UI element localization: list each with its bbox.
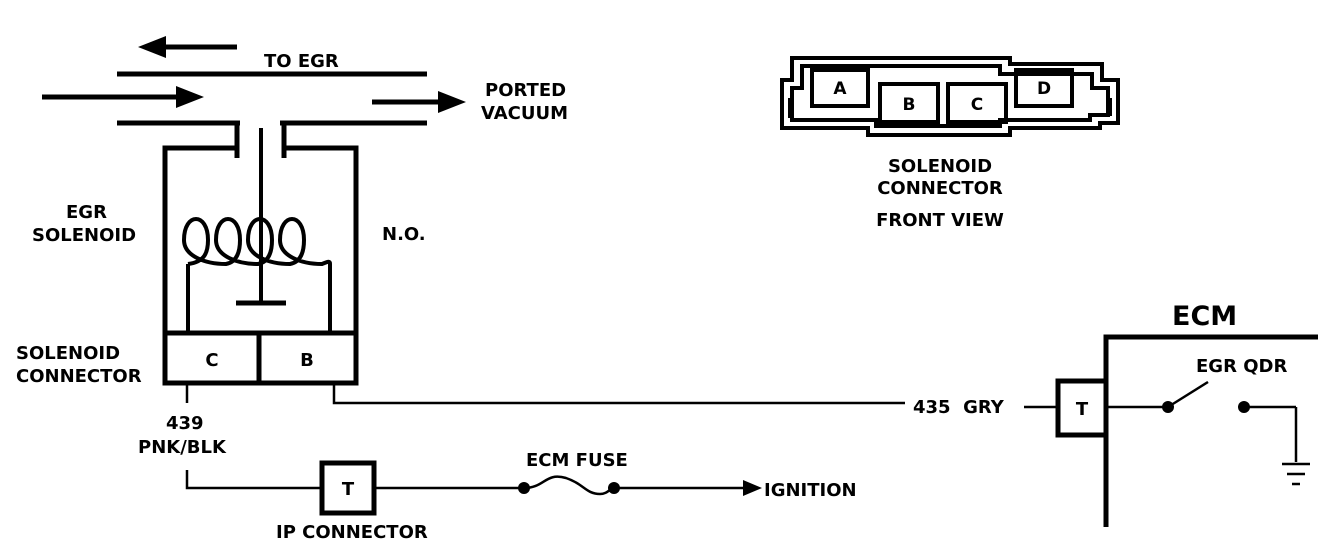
ignition-arrow-icon (743, 480, 762, 496)
solenoid-pin-b: B (300, 350, 314, 371)
ecm-fuse-label: ECM FUSE (526, 450, 628, 471)
connector-front-view (780, 56, 1120, 137)
vacuum-lines (117, 71, 427, 158)
front-view-pin-c: C (971, 95, 983, 115)
fuse-terminal-right (608, 482, 620, 494)
front-view-label-line2: CONNECTOR (877, 178, 1003, 199)
front-view-label-line1: SOLENOID (888, 156, 992, 177)
vacuum-label: VACUUM (481, 103, 568, 124)
qdr-contact-left (1162, 401, 1174, 413)
wire-435-label: 435 GRY (913, 397, 1005, 418)
front-view-pin-a: A (833, 79, 847, 99)
ecm-terminal: T (1055, 378, 1109, 438)
ip-connector-terminal: T (342, 479, 355, 500)
front-view-pin-b: B (903, 95, 916, 115)
fuse-terminal-left (518, 482, 530, 494)
wire-439-color: PNK/BLK (138, 437, 227, 458)
ip-connector: T (319, 460, 377, 516)
egr-qdr-label: EGR QDR (1196, 356, 1287, 377)
ignition-label: IGNITION (764, 480, 857, 501)
ported-label: PORTED (485, 80, 566, 101)
to-egr-label: TO EGR (264, 51, 339, 72)
solenoid-connector: C B (162, 330, 359, 386)
front-view-pin-d: D (1037, 79, 1051, 99)
ground-icon (1282, 462, 1310, 486)
solenoid-connector-label-line2: CONNECTOR (16, 366, 142, 387)
solenoid-coil-icon (181, 217, 332, 267)
egr-solenoid-label-line1: EGR (66, 202, 107, 223)
wire-439 (185, 383, 745, 496)
egr-qdr-switch (1106, 380, 1298, 462)
solenoid-pin-c: C (205, 350, 218, 371)
ecm-module-boundary (1103, 334, 1318, 527)
vacuum-flow-arrows (42, 36, 466, 113)
ecm-terminal-label: T (1076, 399, 1089, 420)
ecm-title: ECM (1172, 301, 1237, 332)
egr-solenoid-label-line2: SOLENOID (32, 225, 136, 246)
qdr-contact-right (1238, 401, 1250, 413)
normally-open-label: N.O. (382, 224, 426, 245)
wire-439-number: 439 (166, 413, 204, 434)
front-view-label-line3: FRONT VIEW (876, 210, 1004, 231)
solenoid-connector-label-line1: SOLENOID (16, 343, 120, 364)
wire-435 (332, 383, 1058, 409)
ip-connector-label: IP CONNECTOR (276, 522, 428, 540)
egr-solenoid-body (162, 128, 359, 333)
